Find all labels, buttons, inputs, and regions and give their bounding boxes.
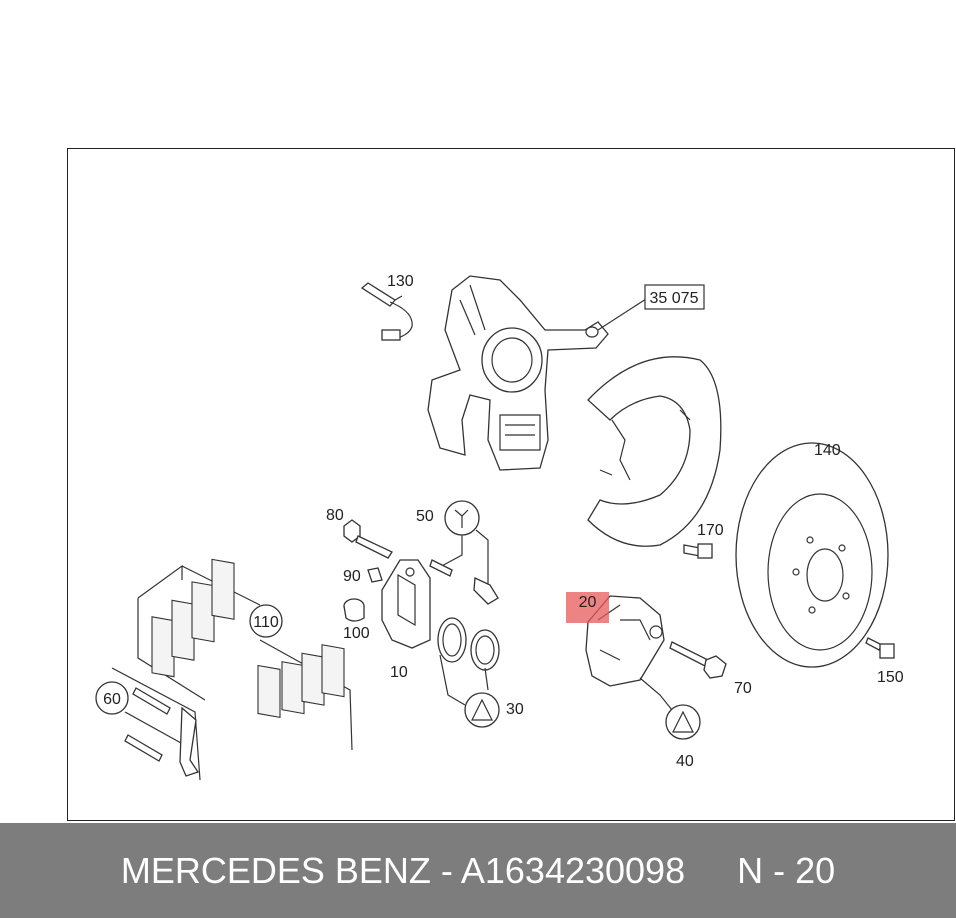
label-80: 80 (326, 507, 344, 524)
diagram-frame (67, 148, 955, 821)
highlighted-callout (566, 592, 609, 623)
label-40: 40 (676, 753, 694, 770)
ref-box-35075: 35 075 (597, 284, 705, 331)
part-number-text: MERCEDES BENZ - A1634230098 (120, 849, 686, 891)
bolt-80 (343, 519, 393, 559)
caliper-carrier-10 (381, 559, 431, 649)
screw-90 (367, 567, 383, 583)
label-170: 170 (697, 522, 724, 539)
brake-pad-set (137, 558, 261, 701)
label-50: 50 (416, 508, 434, 525)
bolt-170 (683, 543, 713, 559)
guide-pins-60 (95, 667, 201, 781)
label-10: 10 (390, 664, 408, 681)
footer-bar: MERCEDES BENZ - A1634230098 N - 20 (0, 823, 956, 918)
anti-rattle-clips-110 (249, 604, 353, 751)
wear-sensor (360, 282, 413, 341)
steering-knuckle (427, 275, 609, 471)
label-130: 130 (387, 273, 414, 290)
seal-kit-30 (437, 617, 500, 728)
tool-symbol-50 (429, 500, 499, 605)
label-30: 30 (506, 701, 524, 718)
bolt-70 (669, 641, 727, 679)
brake-disc (735, 442, 889, 668)
label-90: 90 (343, 568, 361, 585)
label-100: 100 (343, 625, 370, 642)
label-20: 20 (578, 594, 597, 611)
cap-100 (343, 598, 365, 622)
label-60: 60 (103, 691, 121, 708)
label-70: 70 (734, 680, 752, 697)
label-110: 110 (253, 614, 279, 631)
label-150: 150 (877, 669, 904, 686)
label-140: 140 (814, 442, 841, 459)
ref-box-label: 35 075 (650, 290, 699, 307)
bolt-150 (865, 637, 895, 659)
seal-kit-40 (665, 704, 701, 740)
brake-parts-diagram: 35 075 130 140 170 150 80 (95, 273, 904, 781)
dust-shield (587, 356, 722, 547)
position-text: N - 20 (737, 849, 836, 891)
